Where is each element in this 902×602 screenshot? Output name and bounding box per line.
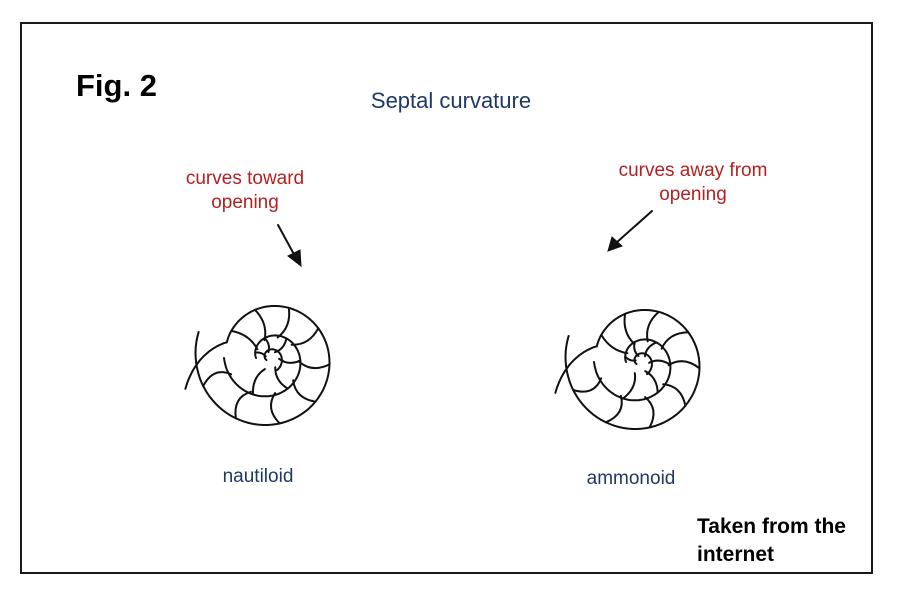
septum [297,360,331,370]
septum [600,333,629,355]
septum [662,383,687,407]
septum [290,327,320,346]
septum [667,360,701,370]
ammonoid-arrow-line [615,210,653,244]
septum [622,372,637,400]
septum [604,394,623,424]
ammonoid-callout-line-2: opening [659,184,727,205]
ammonoid-callout-line-1: curves away from [618,160,768,181]
nautiloid-callout: curves toward opening [150,167,340,215]
nautiloid-label: nautiloid [222,466,294,487]
septum [254,308,267,342]
nautiloid-callout-line-2: opening [211,192,279,213]
septum [644,396,655,429]
septum [230,329,259,351]
nautiloid-arrow [277,224,302,268]
septum [234,390,252,420]
shell-aperture-line [184,341,228,390]
septum [633,341,640,358]
nautiloid-callout-line-1: curves toward [185,168,305,189]
outer-whorl [564,309,701,430]
source-credit-line-2: internet [697,543,775,566]
septum [660,331,690,350]
diagram-title: Septal curvature [370,88,532,113]
septum [624,355,637,362]
septum [269,392,281,425]
figure-frame [20,22,873,574]
septum [643,341,658,358]
septum [251,368,266,396]
nautiloid-arrow-line [277,224,297,259]
septum [646,310,660,343]
septum [263,337,271,354]
septum [623,312,636,346]
ammonoid-callout: curves away from opening [588,159,798,207]
septum [254,351,267,358]
septum [644,370,659,394]
ammonoid-arrow [607,210,653,252]
source-credit-line-1: Taken from the [697,515,846,538]
septum [572,377,603,393]
nautiloid-arrowhead [287,249,302,268]
septum [274,366,289,390]
septum [278,357,302,364]
source-credit: Taken from the internet [697,513,846,569]
nautiloid-shell [184,305,331,426]
septum [273,337,288,354]
ammonoid-arrowhead [607,236,623,252]
ammonoid-label: ammonoid [586,468,676,489]
figure-label: Fig. 2 [76,68,157,103]
septum [276,306,291,339]
inner-whorl [593,338,672,402]
septum [648,359,672,366]
ammonoid-shell [554,309,701,430]
septum [292,379,317,403]
septum [202,371,233,387]
outer-whorl [194,305,331,426]
shell-aperture-line [554,345,598,394]
inner-whorl [223,334,302,398]
